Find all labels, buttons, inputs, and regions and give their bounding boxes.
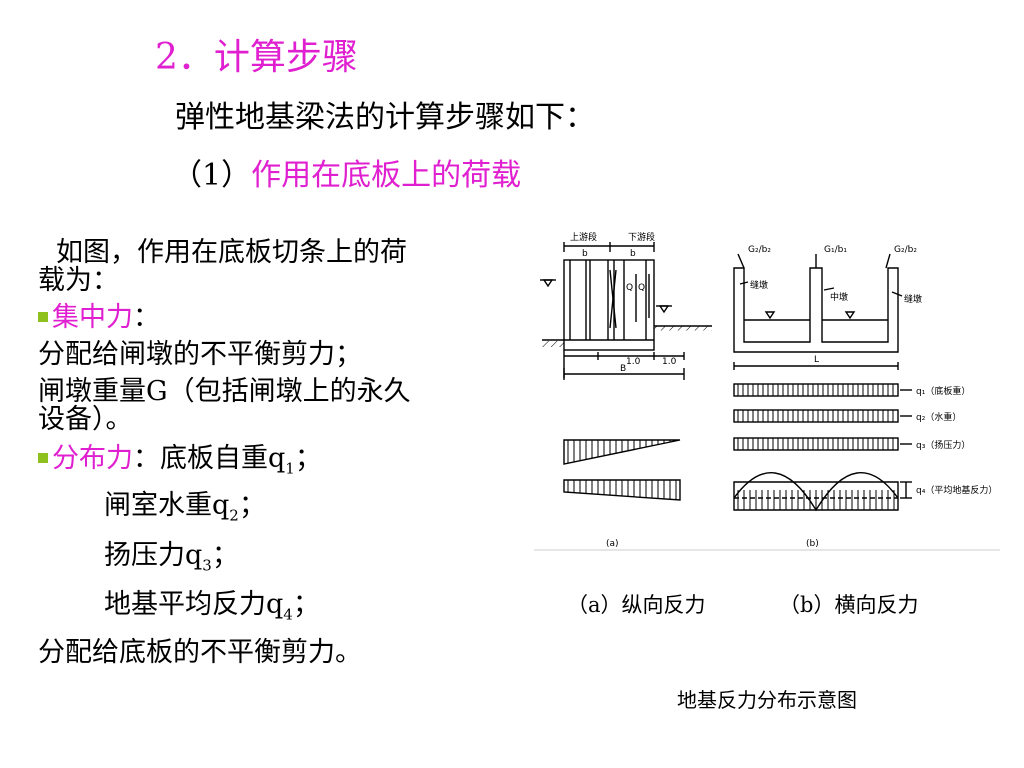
distributed-label: 分布力 [52,443,133,474]
foundation-reaction-figure: 上游段 下游段 b b Q Q 1.0 1.0 B (a) (b) G₂/b₂ … [534,228,1002,562]
L-label: L [814,355,819,365]
concentrated-item-2b: 设备）。 [38,404,133,435]
dist-item-1: ：底板自重q [133,443,286,474]
g-right-label: G₂/b₂ [894,245,917,255]
b2-label: b [630,249,636,259]
bullet-distributed: 分布力：底板自重q1； [38,442,523,485]
b1-label: b [582,249,588,259]
dist-item-4: 地基平均反力q4； [38,588,523,631]
dim-1-label: 1.0 [626,357,641,367]
q4-load-band [733,481,899,511]
figure-title: 地基反力分布示意图 [677,688,857,712]
concentrated-item-1: 分配给闸墩的不平衡剪力； [38,339,362,370]
g-mid-label: G₁/b₁ [824,245,847,255]
dim-2-label: 1.0 [662,357,677,367]
downstream-label: 下游段 [628,231,655,243]
dist-item-2: 闸室水重q2； [38,489,523,532]
concentrated-label: 集中力 [52,302,133,333]
last-item: 分配给底板的不平衡剪力。 [38,636,362,668]
concentrated-item-2a: 闸墩重量G（包括闸墩上的永久 [38,376,411,407]
q1-subscript: 1 [285,459,295,478]
para-1-line-1: 如图，作用在底板切条上的荷 [56,237,407,268]
intro-text: 弹性地基梁法的计算步骤如下： [175,100,595,135]
Q1-label: Q [626,283,633,293]
slide-title: 2．计算步骤 [155,28,358,80]
concentrated-colon: ： [133,302,160,333]
q1-legend: q₁（底板重） [916,385,970,397]
left-column: 如图，作用在底板切条上的荷 载为： 集中力： 分配给闸墩的不平衡剪力； 闸墩重量… [38,236,523,670]
dist-item-4-text: 地基平均反力q [104,589,284,621]
q2-subscript: 2 [229,506,239,525]
u-frame-section [733,267,899,353]
upstream-label: 上游段 [570,231,597,243]
semicolon-3: ； [211,539,239,571]
B-label: B [620,364,626,374]
q3-subscript: 3 [202,556,212,575]
step-heading: （1）作用在底板上的荷载 [172,150,521,194]
figure-svg: 上游段 下游段 b b Q Q 1.0 1.0 B (a) (b) G₂/b₂ … [534,231,1000,551]
caption-b: （b）横向反力 [779,593,919,617]
caption-a: （a）纵向反力 [567,593,706,617]
bullet-square-icon [38,452,48,463]
semicolon-2: ； [238,490,266,522]
q1-load-band [733,383,899,397]
dist-item-3-text: 扬压力q [104,539,203,571]
q4-legend: q₄（平均地基反力） [916,484,997,496]
q2-legend: q₂（水重） [916,411,961,423]
semicolon-1: ； [294,443,322,474]
q4-subscript: 4 [283,605,293,624]
title-text: 计算步骤 [213,37,358,78]
mid-pier-label: 中墩 [830,291,848,303]
step-text: 作用在底板上的荷载 [251,158,522,193]
sluice-chamber-outline [563,259,655,351]
side-pier-label-left: 缝墩 [750,279,768,291]
bullet-square-icon [38,311,48,322]
dist-item-2-text: 闸室水重q [104,490,230,522]
q3-load-band [733,437,899,451]
bullet-concentrated: 集中力： [38,301,523,335]
para-1-line-2: 载为： [38,265,119,296]
q2-load-band [733,409,899,423]
longitudinal-reaction-lower [563,479,681,501]
g-left-label: G₂/b₂ [748,245,771,255]
fig-b-tag: (b) [806,539,819,549]
step-prefix: （1） [172,158,252,193]
dist-item-3: 扬压力q3； [38,539,523,582]
title-number: 2． [155,37,214,78]
fig-a-tag: (a) [606,539,619,549]
Q2-label: Q [638,283,645,293]
semicolon-4: ； [292,589,320,621]
side-pier-label-right: 缝墩 [904,293,922,305]
q3-legend: q₃（扬压力） [916,439,970,451]
